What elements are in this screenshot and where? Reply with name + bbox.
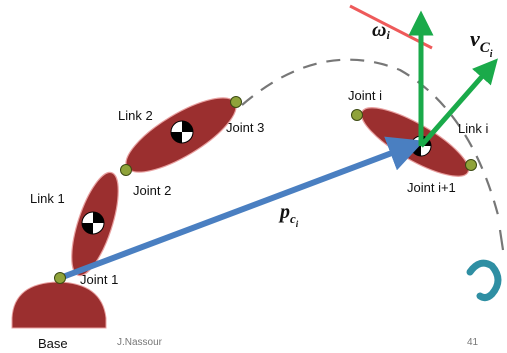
dashed-trajectory-arc bbox=[241, 58, 500, 216]
position-vector-arrow bbox=[58, 136, 425, 281]
joint-i-plus-1-dot bbox=[465, 159, 477, 171]
position-vector-symbol: pci bbox=[278, 201, 299, 229]
base-shape bbox=[11, 281, 107, 329]
joint-1-dot bbox=[54, 272, 66, 284]
dashed-arc-tail bbox=[498, 229, 505, 251]
omega-symbol: ωi bbox=[372, 19, 390, 42]
joint-3-dot bbox=[230, 96, 242, 108]
base-label: Base bbox=[38, 336, 68, 351]
velocity-vector-diagonal bbox=[419, 58, 498, 148]
omega-axis-line bbox=[349, 4, 433, 50]
joint-1-label: Joint 1 bbox=[80, 272, 118, 287]
joint-i-plus-1-label: Joint i+1 bbox=[407, 180, 456, 195]
hook-shape bbox=[466, 259, 502, 302]
joint-3-label: Joint 3 bbox=[226, 120, 264, 135]
com-marker-link-2 bbox=[170, 120, 194, 144]
footer-page-number: 41 bbox=[467, 337, 479, 348]
link-2-label: Link 2 bbox=[118, 108, 153, 123]
velocity-vector-symbol: vCi bbox=[470, 26, 493, 60]
joint-2-label: Joint 2 bbox=[133, 183, 171, 198]
link-i-label: Link i bbox=[458, 121, 488, 136]
joint-2-dot bbox=[120, 164, 132, 176]
link-1-label: Link 1 bbox=[30, 191, 65, 206]
footer-author: J.Nassour bbox=[117, 337, 163, 348]
com-marker-link-1 bbox=[81, 211, 105, 235]
joint-i-label: Joint i bbox=[348, 88, 382, 103]
joint-i-dot bbox=[351, 109, 363, 121]
